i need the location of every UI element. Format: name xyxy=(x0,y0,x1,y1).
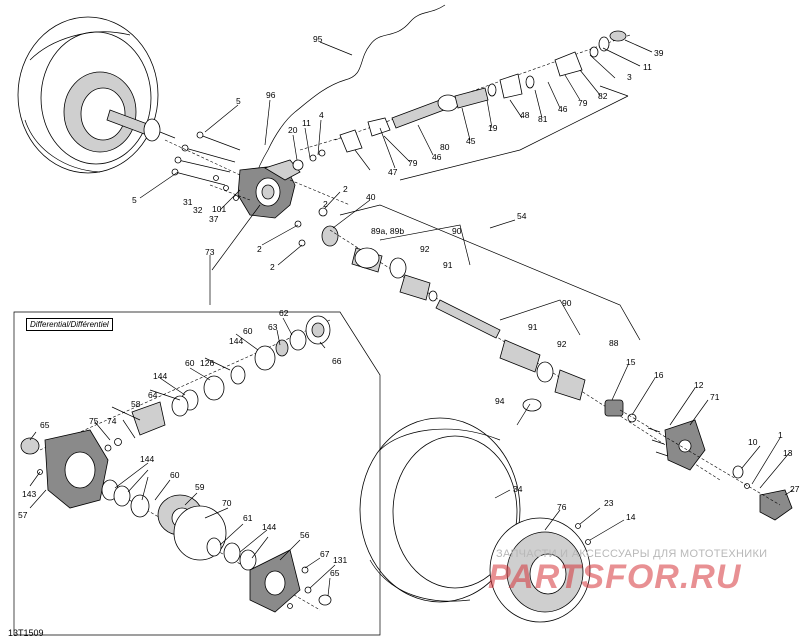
callout-label: 144 xyxy=(229,336,243,346)
callout-label: 1 xyxy=(778,430,783,440)
callout-label: 11 xyxy=(302,118,311,128)
callout-label: 74 xyxy=(107,416,117,426)
callout-label: 126 xyxy=(200,358,214,368)
callout-label: 90 xyxy=(452,226,462,236)
callout-label: 58 xyxy=(131,399,141,409)
callout-label: 144 xyxy=(140,454,154,464)
leader-lines xyxy=(29,39,794,597)
callout-label: 143 xyxy=(22,489,36,499)
callout-label: 4 xyxy=(319,110,324,120)
callout-label: 3 xyxy=(627,72,632,82)
callout-label: 66 xyxy=(332,356,342,366)
callout-label: 131 xyxy=(333,555,347,565)
callout-label: 13 xyxy=(783,448,793,458)
callout-label: 32 xyxy=(193,205,203,215)
callout-label: 96 xyxy=(266,90,276,100)
callout-label: 14 xyxy=(626,512,636,522)
callout-label: 31 xyxy=(183,197,193,207)
callout-label: 64 xyxy=(148,390,158,400)
callout-labels: 95 39 11 3 82 79 46 81 48 19 45 80 46 47… xyxy=(18,34,800,578)
axle-shaft-upper xyxy=(106,109,176,142)
callout-label: 94 xyxy=(495,396,505,406)
callout-label: 79 xyxy=(578,98,588,108)
callout-label: 60 xyxy=(243,326,253,336)
callout-label: 91 xyxy=(443,260,453,270)
callout-label: 73 xyxy=(205,247,215,257)
wheel-hub xyxy=(647,419,793,521)
callout-label: 2 xyxy=(257,244,262,254)
callout-label: 70 xyxy=(222,498,232,508)
callout-label: 61 xyxy=(243,513,253,523)
housing-bolts xyxy=(171,131,241,186)
callout-label: 2 xyxy=(323,199,328,209)
callout-label: 63 xyxy=(268,322,278,332)
callout-label: 46 xyxy=(558,104,568,114)
oil-seal-40 xyxy=(321,225,339,247)
differential-inset-parts xyxy=(20,315,332,613)
propeller-shaft-assembly xyxy=(334,30,631,153)
callout-label: 23 xyxy=(604,498,614,508)
callout-label: 89a, 89b xyxy=(371,226,404,236)
front-tire-lower xyxy=(359,417,521,603)
watermark-subtitle: ЗАПЧАСТИ И АКСЕССУАРЫ ДЛЯ МОТОТЕХНИКИ xyxy=(496,548,768,560)
differential-housing xyxy=(237,159,301,219)
callout-label: 2 xyxy=(270,262,275,272)
callout-label: 91 xyxy=(528,322,538,332)
callout-label: 20 xyxy=(288,125,298,135)
callout-label: 37 xyxy=(209,214,219,224)
callout-label: 90 xyxy=(562,298,572,308)
callout-label: 5 xyxy=(236,96,241,106)
callout-label: 76 xyxy=(557,502,567,512)
callout-label: 11 xyxy=(643,62,652,72)
callout-label: 65 xyxy=(330,568,340,578)
callout-label: 27 xyxy=(790,484,800,494)
brake-line xyxy=(254,4,446,179)
reference-code: 13T1509 xyxy=(8,628,44,638)
inset-frame xyxy=(13,311,381,636)
callout-label: 15 xyxy=(626,357,636,367)
callout-label: 79 xyxy=(408,158,418,168)
callout-label: 101 xyxy=(212,204,226,214)
callout-label: 5 xyxy=(132,195,137,205)
inset-title: Differential/Différentiel xyxy=(26,318,113,331)
wheel-rim xyxy=(489,517,591,623)
callout-label: 67 xyxy=(320,549,330,559)
watermark-brand: PARTSFOR.RU xyxy=(488,558,742,596)
callout-label: 34 xyxy=(513,484,523,494)
callout-label: 88 xyxy=(609,338,619,348)
callout-label: 57 xyxy=(18,510,28,520)
callout-label: 71 xyxy=(710,392,720,402)
callout-label: 92 xyxy=(557,339,567,349)
callout-label: 12 xyxy=(694,380,704,390)
callout-label: 80 xyxy=(440,142,450,152)
half-shaft-assembly xyxy=(329,229,721,481)
callout-label: 16 xyxy=(654,370,664,380)
callout-label: 144 xyxy=(262,522,276,532)
callout-label: 54 xyxy=(517,211,527,221)
callout-label: 92 xyxy=(420,244,430,254)
callout-label: 60 xyxy=(185,358,195,368)
callout-label: 48 xyxy=(520,110,530,120)
callout-label: 39 xyxy=(654,48,664,58)
front-tire-upper xyxy=(17,16,159,174)
callout-label: 56 xyxy=(300,530,310,540)
callout-label: 75 xyxy=(89,416,99,426)
callout-label: 60 xyxy=(170,470,180,480)
callout-label: 45 xyxy=(466,136,476,146)
callout-label: 95 xyxy=(313,34,323,44)
callout-label: 19 xyxy=(488,123,498,133)
callout-label: 47 xyxy=(388,167,398,177)
small-hardware-upper xyxy=(213,149,328,247)
callout-label: 46 xyxy=(432,152,442,162)
callout-label: 2 xyxy=(343,184,348,194)
callout-label: 82 xyxy=(598,91,608,101)
callout-label: 40 xyxy=(366,192,376,202)
callout-label: 81 xyxy=(538,114,548,124)
callout-label: 10 xyxy=(748,437,758,447)
callout-label: 144 xyxy=(153,371,167,381)
callout-label: 59 xyxy=(195,482,205,492)
callout-label: 65 xyxy=(40,420,50,430)
callout-label: 62 xyxy=(279,308,289,318)
